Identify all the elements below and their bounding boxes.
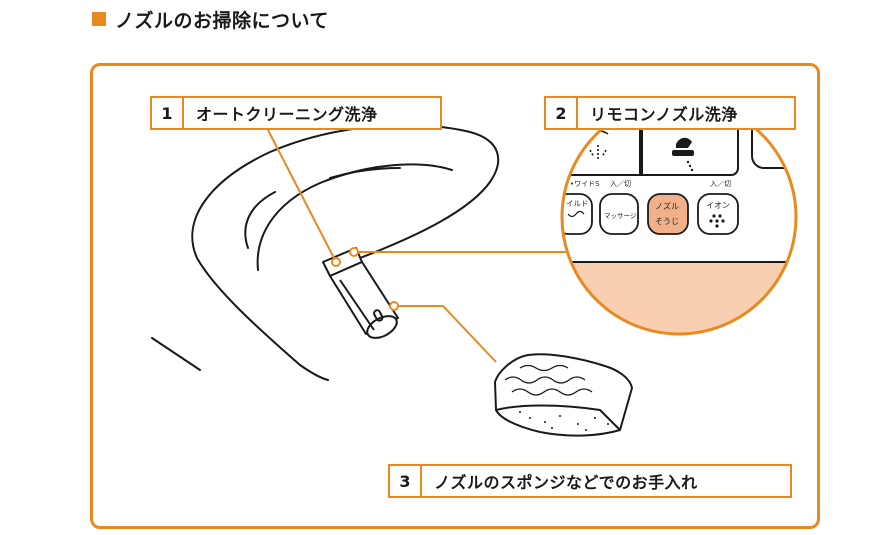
- nozzle-clean-label-line2: そうじ: [655, 217, 679, 226]
- callout-text: ノズルのスポンジなどでのお手入れ: [434, 473, 698, 492]
- callout-auto-cleaning: 1 オートクリーニング洗浄: [150, 96, 442, 130]
- remote-label-on-off: 入／切: [610, 180, 631, 188]
- ion-button-label: イオン: [706, 201, 730, 210]
- page-title: ノズルのお掃除について: [115, 9, 329, 32]
- mild-button-label: イルド: [566, 199, 589, 208]
- callout-remote-nozzle-cleaning: 2 リモコンノズル洗浄: [544, 96, 796, 130]
- leader-dots: [331, 247, 399, 311]
- nozzle-clean-label-line1: ノズル: [655, 201, 679, 211]
- callout-number: 3: [390, 466, 422, 496]
- ion-icon: [709, 214, 725, 228]
- callout-text: オートクリーニング洗浄: [196, 105, 378, 124]
- callout-text: リモコンノズル洗浄: [590, 105, 738, 124]
- massage-button[interactable]: [599, 193, 639, 235]
- leader-lines: [267, 129, 566, 363]
- callout-number: 1: [152, 98, 184, 128]
- section-heading: ノズルのお掃除について: [92, 4, 329, 34]
- nozzle-drawing: [322, 247, 399, 339]
- nozzle-clean-button[interactable]: [647, 193, 689, 235]
- toilet-seat-drawing: [151, 124, 500, 381]
- bidet-spray-icon: [672, 137, 694, 172]
- remote-label-on-off: 入／切: [710, 180, 731, 188]
- sponge-drawing: [494, 353, 633, 437]
- callout-number: 2: [546, 98, 578, 128]
- heading-marker-icon: [92, 12, 106, 26]
- callout-sponge-care: 3 ノズルのスポンジなどでのお手入れ: [388, 464, 792, 498]
- massage-button-label: マッサージ: [604, 212, 637, 220]
- mild-button[interactable]: [556, 193, 593, 235]
- remote-label-wide: •ワイドS: [570, 180, 600, 188]
- ion-button[interactable]: [697, 193, 739, 235]
